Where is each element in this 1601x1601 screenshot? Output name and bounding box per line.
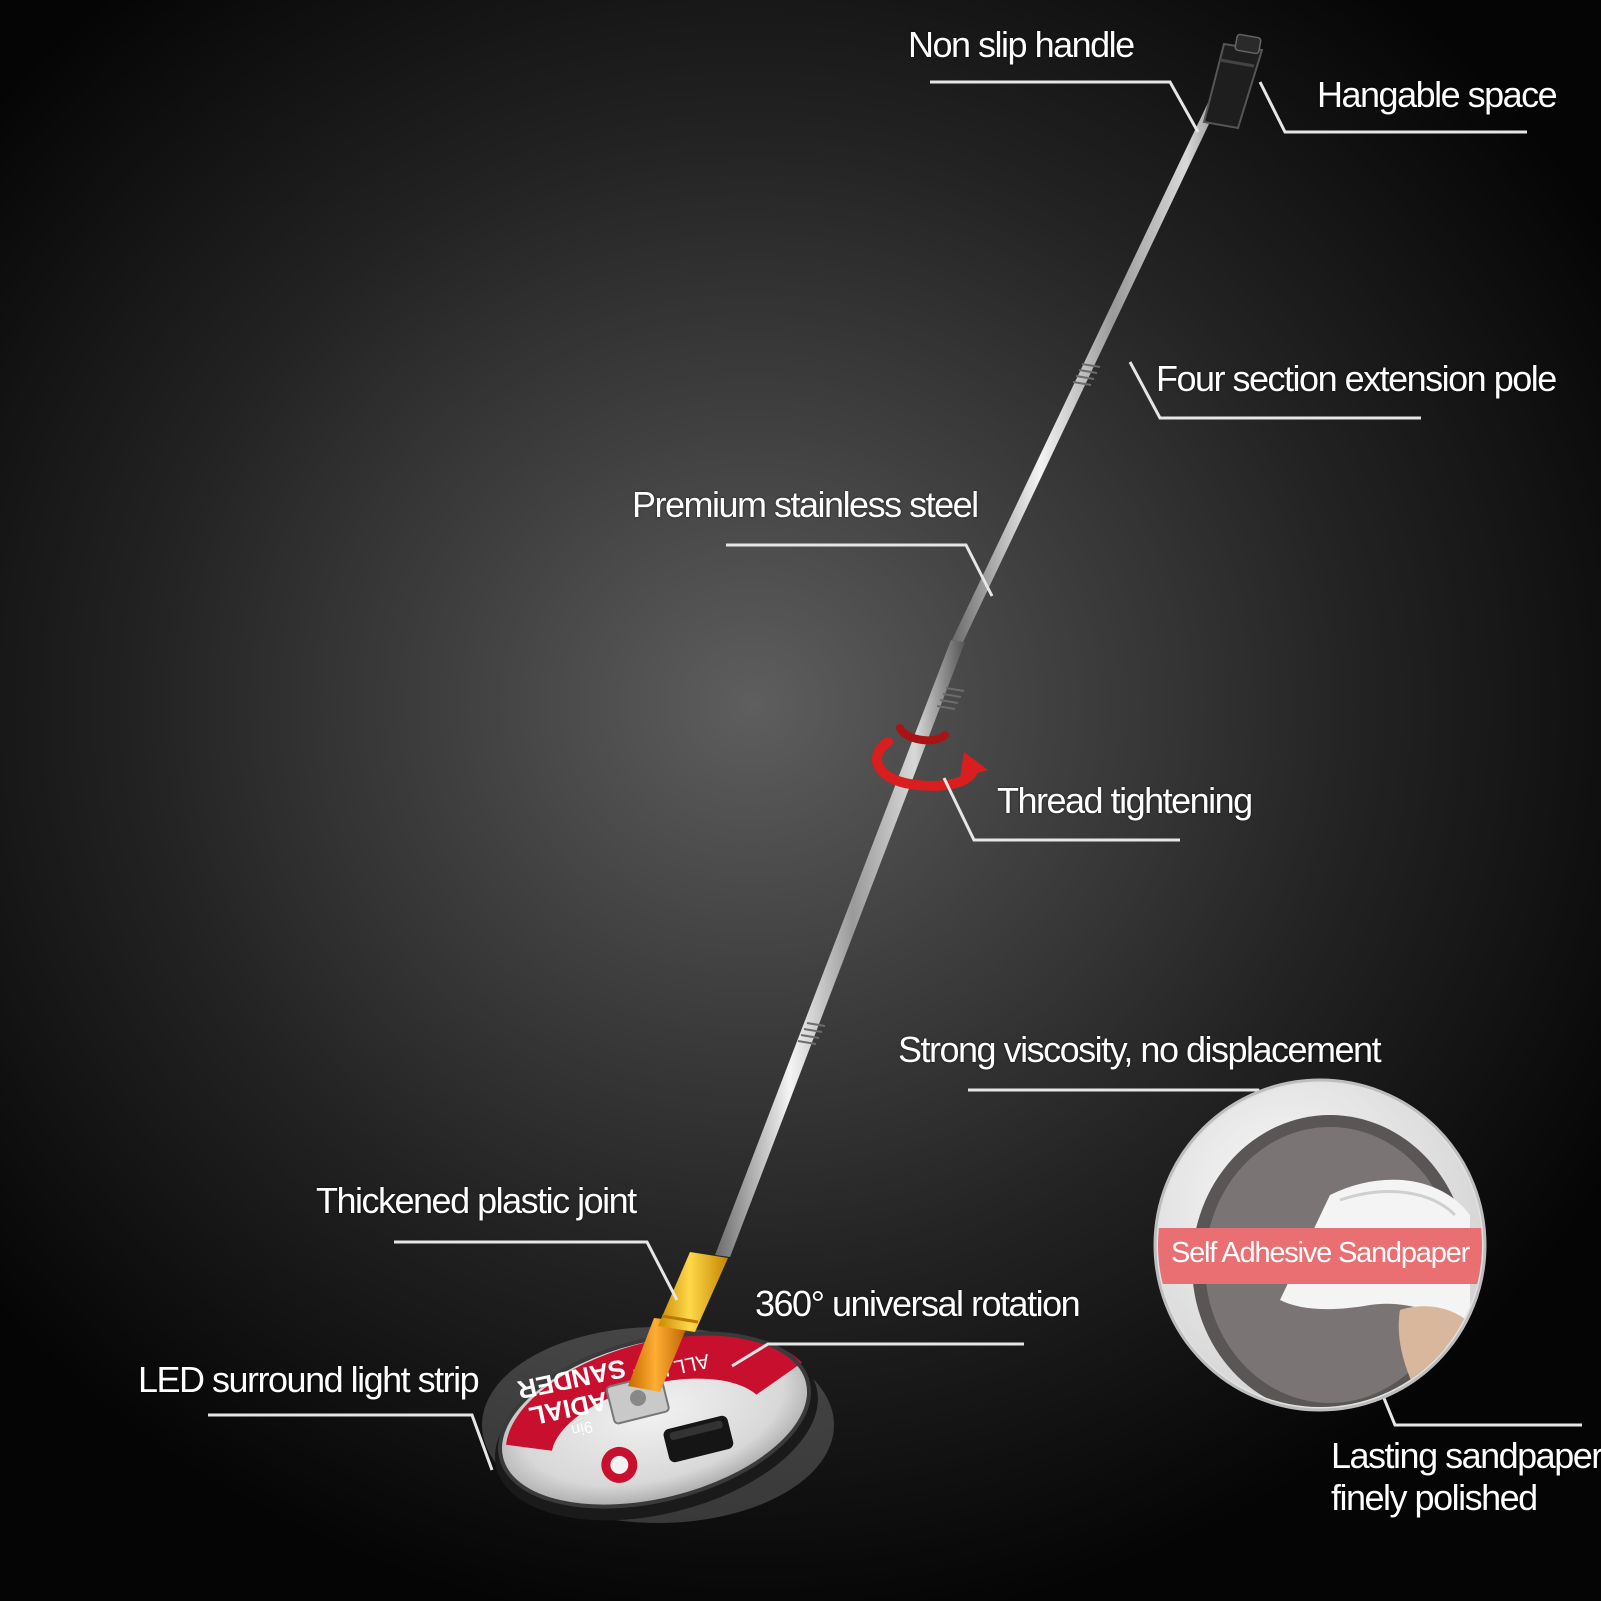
leader-non-slip-handle: [930, 80, 1200, 133]
pole-section-lower: [715, 640, 965, 1257]
leader-rotation: [731, 1342, 1024, 1368]
rotation-arrow-icon: [872, 724, 988, 791]
callout-premium-steel: Premium stainless steel: [632, 484, 979, 525]
leader-premium-steel: [726, 543, 994, 597]
pole-section-upper: [952, 46, 1245, 642]
callout-universal-rotation: 360° universal rotation: [755, 1283, 1081, 1324]
leader-four-section: [1128, 361, 1421, 420]
hang-hole: [1234, 33, 1262, 55]
callout-thread-tightening: Thread tightening: [997, 780, 1253, 821]
joint-yellow: [658, 1252, 728, 1332]
leader-led: [208, 1413, 494, 1471]
inset-band: [1158, 1228, 1482, 1284]
leader-joint: [394, 1240, 679, 1301]
callout-thickened-joint: Thickened plastic joint: [316, 1180, 637, 1221]
callout-four-section-pole: Four section extension pole: [1156, 358, 1557, 399]
handle-grip: [1202, 42, 1264, 130]
callout-non-slip-handle: Non slip handle: [908, 24, 1135, 65]
leader-thread: [942, 777, 1180, 842]
sander-disc: [495, 1331, 818, 1521]
callout-strong-viscosity: Strong viscosity, no displacement: [898, 1029, 1382, 1070]
sandpaper-inset: [1153, 1078, 1487, 1412]
leader-hangable-space: [1258, 81, 1527, 134]
callout-led-strip: LED surround light strip: [138, 1359, 480, 1400]
callout-hangable-space: Hangable space: [1317, 74, 1558, 115]
pole-ribs: [797, 363, 1101, 1045]
joint-orange: [628, 1318, 689, 1392]
inset-band-text: Self Adhesive Sandpaper: [1170, 1237, 1470, 1269]
disc-print-size: 9in: [570, 1417, 594, 1438]
callout-lasting-sandpaper: Lasting sandpaper, finely polished: [1331, 1435, 1601, 1519]
